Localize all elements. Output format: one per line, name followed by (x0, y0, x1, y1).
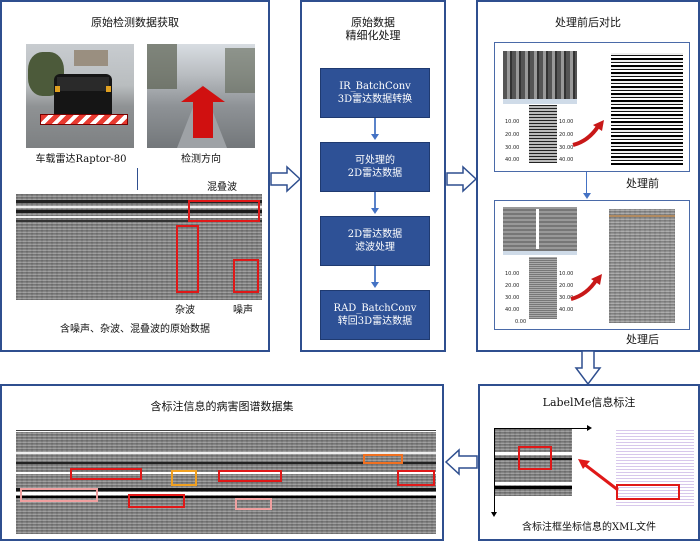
before-processing-label: 处理前 (626, 177, 659, 190)
defect-box (218, 470, 282, 482)
annotated-radar-profile (16, 432, 436, 534)
curved-arrow-icon (572, 120, 604, 147)
aliasing-wave-label: 混叠波 (207, 182, 237, 193)
red-arrow-icon (578, 459, 619, 492)
raw-data-title: 原始检测数据获取 (91, 16, 179, 29)
after-processing-label: 处理后 (626, 333, 659, 346)
before-processing-frame: 10.00 20.00 30.00 40.00 10.00 20.00 30.0… (494, 42, 690, 172)
step-2d-radar-data: 可处理的 2D雷达数据 (320, 142, 430, 192)
dataset-panel: 含标注信息的病害图谱数据集 (0, 384, 444, 541)
radar-vehicle-caption: 车载雷达Raptor-80 (35, 154, 127, 165)
comparison-panel: 处理前后对比 10.00 20.00 30.00 40.00 10.00 20.… (476, 0, 700, 352)
raw-data-caption: 含噪声、杂波、混叠波的原始数据 (60, 324, 210, 335)
noise-annotation-box (233, 259, 259, 293)
aliasing-annotation-box (188, 200, 260, 222)
labelme-annotation-box (518, 446, 552, 470)
defect-box (20, 488, 98, 502)
clutter-label: 杂波 (175, 305, 195, 316)
direction-arrow-icon (181, 86, 225, 102)
defect-box (171, 470, 197, 486)
defect-box (397, 470, 435, 486)
defect-box (70, 468, 142, 480)
flow-arrow-down-icon (371, 208, 379, 214)
refinement-title-line1: 原始数据 (351, 16, 395, 29)
raw-radar-profile (16, 194, 262, 300)
after-processing-frame: 10.00 20.00 30.00 40.00 0.00 10.00 20.00… (494, 200, 690, 330)
refinement-title-line2: 精细化处理 (345, 29, 401, 42)
labelme-caption: 含标注框坐标信息的XML文件 (522, 522, 656, 533)
raw-data-panel: 原始检测数据获取 车载雷达Raptor-80 检测方向 混叠波 杂波 噪声 含噪… (0, 0, 270, 352)
flow-arrow-down-icon (574, 350, 602, 386)
defect-box (235, 498, 272, 510)
before-processing-radargram (611, 53, 683, 165)
defect-box (363, 454, 403, 464)
flow-arrow-right-icon (446, 165, 478, 193)
defect-box (128, 494, 185, 508)
detection-direction-caption: 检测方向 (181, 154, 221, 165)
xml-bbox-highlight (616, 484, 680, 500)
curved-arrow-icon (570, 274, 602, 301)
step-ir-batchconv: IR_BatchConv 3D雷达数据转换 (320, 68, 430, 118)
flow-arrow-right-icon (270, 165, 302, 193)
detection-direction-photo (147, 44, 255, 148)
labelme-radar-patch (494, 428, 572, 496)
flow-arrow-down-icon (583, 193, 591, 199)
labelme-title: LabelMe信息标注 (542, 396, 636, 409)
flow-arrow-left-icon (444, 448, 478, 476)
comparison-title: 处理前后对比 (555, 16, 621, 29)
noise-label: 噪声 (233, 305, 253, 316)
after-processing-radargram (609, 209, 675, 323)
radar-vehicle-photo (26, 44, 134, 148)
clutter-annotation-box (176, 225, 199, 293)
labelme-panel: LabelMe信息标注 含标注框坐标信息的XML文件 (478, 384, 700, 541)
dataset-title: 含标注信息的病害图谱数据集 (150, 400, 294, 413)
flow-arrow-down-icon (371, 282, 379, 288)
step-rad-batchconv: RAD_BatchConv 转回3D雷达数据 (320, 290, 430, 340)
step-filter-processing: 2D雷达数据 滤波处理 (320, 216, 430, 266)
xml-annotation-file (616, 428, 694, 508)
refinement-panel: 原始数据 精细化处理 IR_BatchConv 3D雷达数据转换 可处理的 2D… (300, 0, 446, 352)
flow-arrow-down-icon (371, 134, 379, 140)
